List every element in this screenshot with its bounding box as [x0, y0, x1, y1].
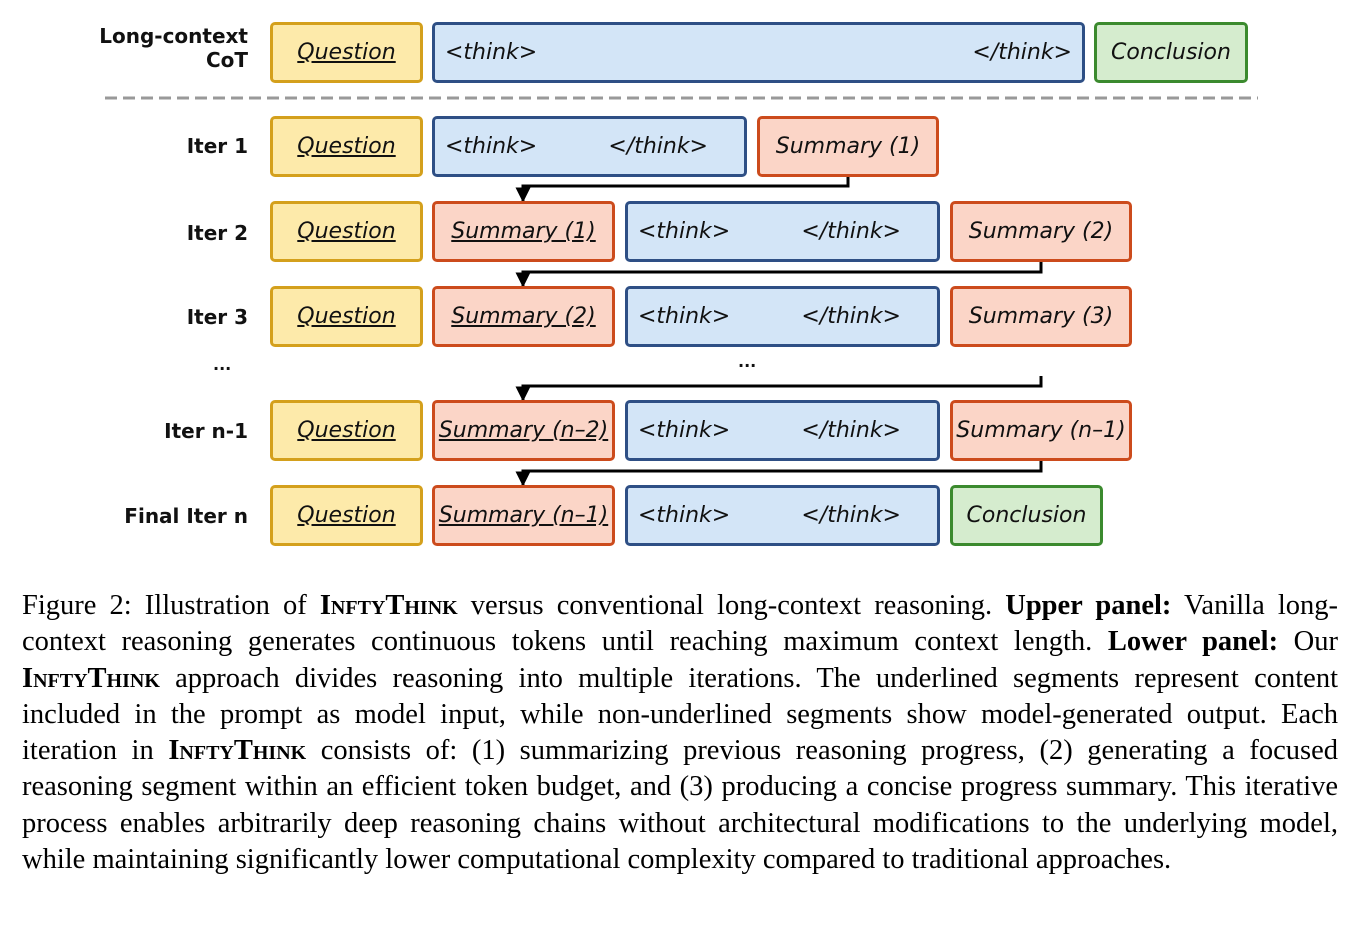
- question-text: Question: [297, 304, 396, 329]
- summary-text: Summary (n–2): [438, 418, 609, 443]
- caption-text-2: Vanilla long-context reasoning generates…: [22, 590, 1339, 658]
- caption-method-name: InftyThink: [22, 662, 160, 694]
- caption-lower-panel: Lower panel:: [1107, 626, 1279, 658]
- caption-upper-panel: Upper panel:: [1005, 590, 1172, 621]
- summary-input-box: Summary (1): [432, 201, 615, 262]
- think-open-tag: <think>: [445, 134, 538, 159]
- think-box: <think> </think>: [625, 485, 940, 546]
- conclusion-box: Conclusion: [1094, 22, 1248, 83]
- arrow-iter1-to-iter2: [515, 177, 850, 203]
- conclusion-box: Conclusion: [950, 485, 1103, 546]
- caption-text-3: Our: [1278, 626, 1339, 658]
- question-text: Question: [297, 40, 396, 65]
- row-label-line1: Long-context: [99, 24, 248, 48]
- figure-caption: Figure 2: Illustration of InftyThink ver…: [22, 588, 1338, 878]
- caption-method-name: InftyThink: [168, 735, 307, 767]
- row-label-final-iter: Final Iter n: [124, 504, 248, 528]
- row-label-iter1: Iter 1: [186, 134, 248, 158]
- question-text: Question: [297, 134, 396, 159]
- think-open-tag: <think>: [638, 219, 731, 244]
- row-label-line2: CoT: [205, 48, 248, 72]
- summary-output-box: Summary (3): [950, 286, 1132, 347]
- caption-text-5: consists of: (1) summarizing previous re…: [22, 735, 1338, 876]
- summary-text: Summary (n–1): [438, 503, 609, 528]
- row-label-iter-n-minus-1: Iter n-1: [164, 419, 248, 443]
- question-text: Question: [297, 418, 396, 443]
- think-box: <think> </think>: [625, 286, 940, 347]
- think-close-tag: </think>: [801, 503, 901, 528]
- conclusion-text: Conclusion: [966, 503, 1087, 528]
- question-text: Question: [297, 503, 396, 528]
- summary-text: Summary (1): [451, 219, 596, 244]
- think-box: <think> </think>: [625, 400, 940, 461]
- summary-output-box: Summary (2): [950, 201, 1132, 262]
- arrow-dots-to-itern1: [515, 376, 1043, 402]
- think-close-tag: </think>: [801, 219, 901, 244]
- think-open-tag: <think>: [638, 503, 731, 528]
- row-label-long-context-cot: Long-context CoT: [99, 24, 248, 72]
- caption-text-4: approach divides reasoning into multiple…: [22, 662, 1338, 767]
- arrow-itern1-to-final: [515, 461, 1043, 487]
- summary-text: Summary (2): [451, 304, 596, 329]
- think-box: <think> </think>: [625, 201, 940, 262]
- caption-fig-label: Figure 2: Illustration of: [22, 590, 320, 621]
- think-close-tag: </think>: [801, 304, 901, 329]
- row-label-ellipsis: ...: [213, 355, 232, 374]
- summary-text: Summary (1): [775, 134, 921, 159]
- think-box-long: <think> </think>: [432, 22, 1085, 83]
- summary-text: Summary (n–1): [956, 418, 1126, 443]
- question-text: Question: [297, 219, 396, 244]
- think-open-tag: <think>: [445, 40, 538, 65]
- connector-lines: [105, 96, 1258, 487]
- question-box: Question: [270, 201, 423, 262]
- question-box: Question: [270, 116, 423, 177]
- summary-text: Summary (3): [968, 304, 1114, 329]
- caption-text-1: versus conventional long-context reasoni…: [457, 590, 1006, 621]
- summary-output-box: Summary (1): [757, 116, 939, 177]
- summary-input-box: Summary (n–2): [432, 400, 615, 461]
- summary-input-box: Summary (n–1): [432, 485, 615, 546]
- think-box: <think> </think>: [432, 116, 747, 177]
- question-box: Question: [270, 22, 423, 83]
- question-box: Question: [270, 286, 423, 347]
- row-label-iter3: Iter 3: [186, 305, 248, 329]
- think-close-tag: </think>: [972, 40, 1072, 65]
- caption-method-name: InftyThink: [319, 590, 458, 621]
- middle-ellipsis: ...: [738, 352, 757, 371]
- infty-think-diagram: Long-context CoT Question <think> </think…: [99, 22, 1258, 546]
- think-close-tag: </think>: [801, 418, 901, 443]
- summary-input-box: Summary (2): [432, 286, 615, 347]
- conclusion-text: Conclusion: [1111, 40, 1231, 65]
- question-box: Question: [270, 485, 423, 546]
- think-open-tag: <think>: [638, 304, 731, 329]
- summary-text: Summary (2): [968, 219, 1114, 244]
- question-box: Question: [270, 400, 423, 461]
- think-close-tag: </think>: [608, 134, 708, 159]
- row-label-iter2: Iter 2: [186, 221, 248, 245]
- think-open-tag: <think>: [638, 418, 731, 443]
- arrow-iter2-to-iter3: [515, 262, 1043, 288]
- summary-output-box: Summary (n–1): [950, 400, 1132, 461]
